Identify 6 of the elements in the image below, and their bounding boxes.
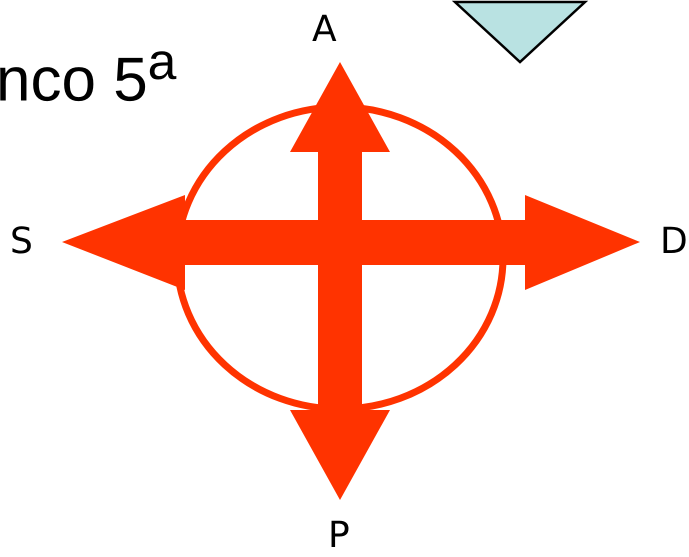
direction-label: P	[328, 518, 350, 554]
direction-label: D	[660, 224, 688, 260]
heading-text: nco 5$^{a}$	[0, 36, 176, 112]
direction-label: S	[10, 224, 33, 260]
direction-label: A	[312, 12, 337, 48]
triangle-shape	[452, 0, 588, 64]
